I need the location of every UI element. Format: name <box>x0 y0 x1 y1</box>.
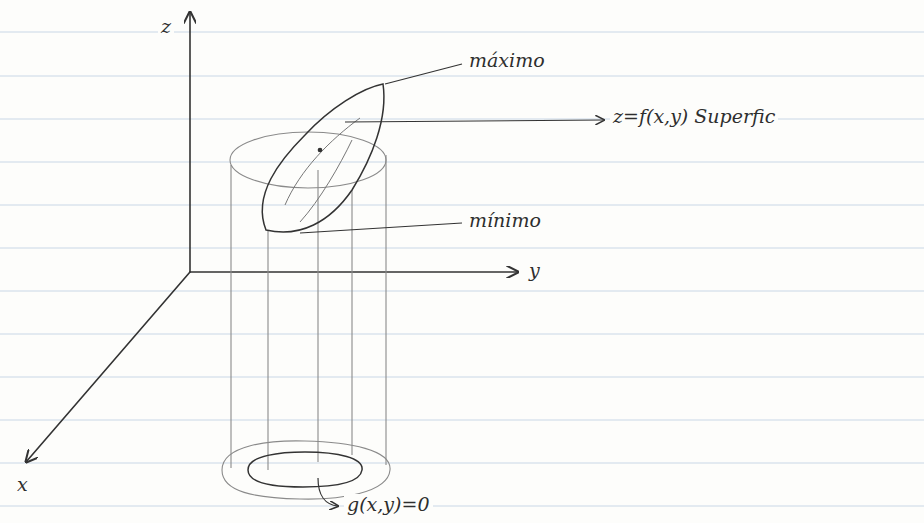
cylinder-side <box>230 165 231 468</box>
cylinder-top <box>230 132 386 188</box>
leader-lines <box>300 64 604 506</box>
cylinder-side <box>385 155 386 465</box>
axis-label: y <box>526 260 543 282</box>
leader-line <box>300 223 462 233</box>
annotation-label: g(x,y)=0 <box>344 494 433 516</box>
leader-line <box>385 64 462 84</box>
axis-label: z <box>158 16 174 38</box>
y-axis <box>190 271 518 273</box>
z-axis <box>189 12 191 272</box>
axis-label: x <box>14 474 31 496</box>
annotation-label: mínimo <box>466 210 544 232</box>
projection-line <box>267 230 268 470</box>
leader-arrow <box>318 478 338 506</box>
annotation-label: máximo <box>466 50 548 72</box>
surface-point <box>318 148 321 151</box>
annotation-label: z=f(x,y) Superfic <box>610 106 778 128</box>
leader-arrow <box>345 120 604 122</box>
x-axis <box>26 272 190 462</box>
projection-line <box>317 170 318 462</box>
notebook-lines <box>0 32 924 506</box>
constraint-curve <box>248 452 362 487</box>
surface-outline <box>262 84 384 232</box>
surface <box>262 84 384 232</box>
axes <box>26 12 518 462</box>
cylinder <box>222 132 390 499</box>
cylinder-base <box>222 441 390 499</box>
surface-shading <box>285 118 360 222</box>
g-curve <box>248 452 362 487</box>
